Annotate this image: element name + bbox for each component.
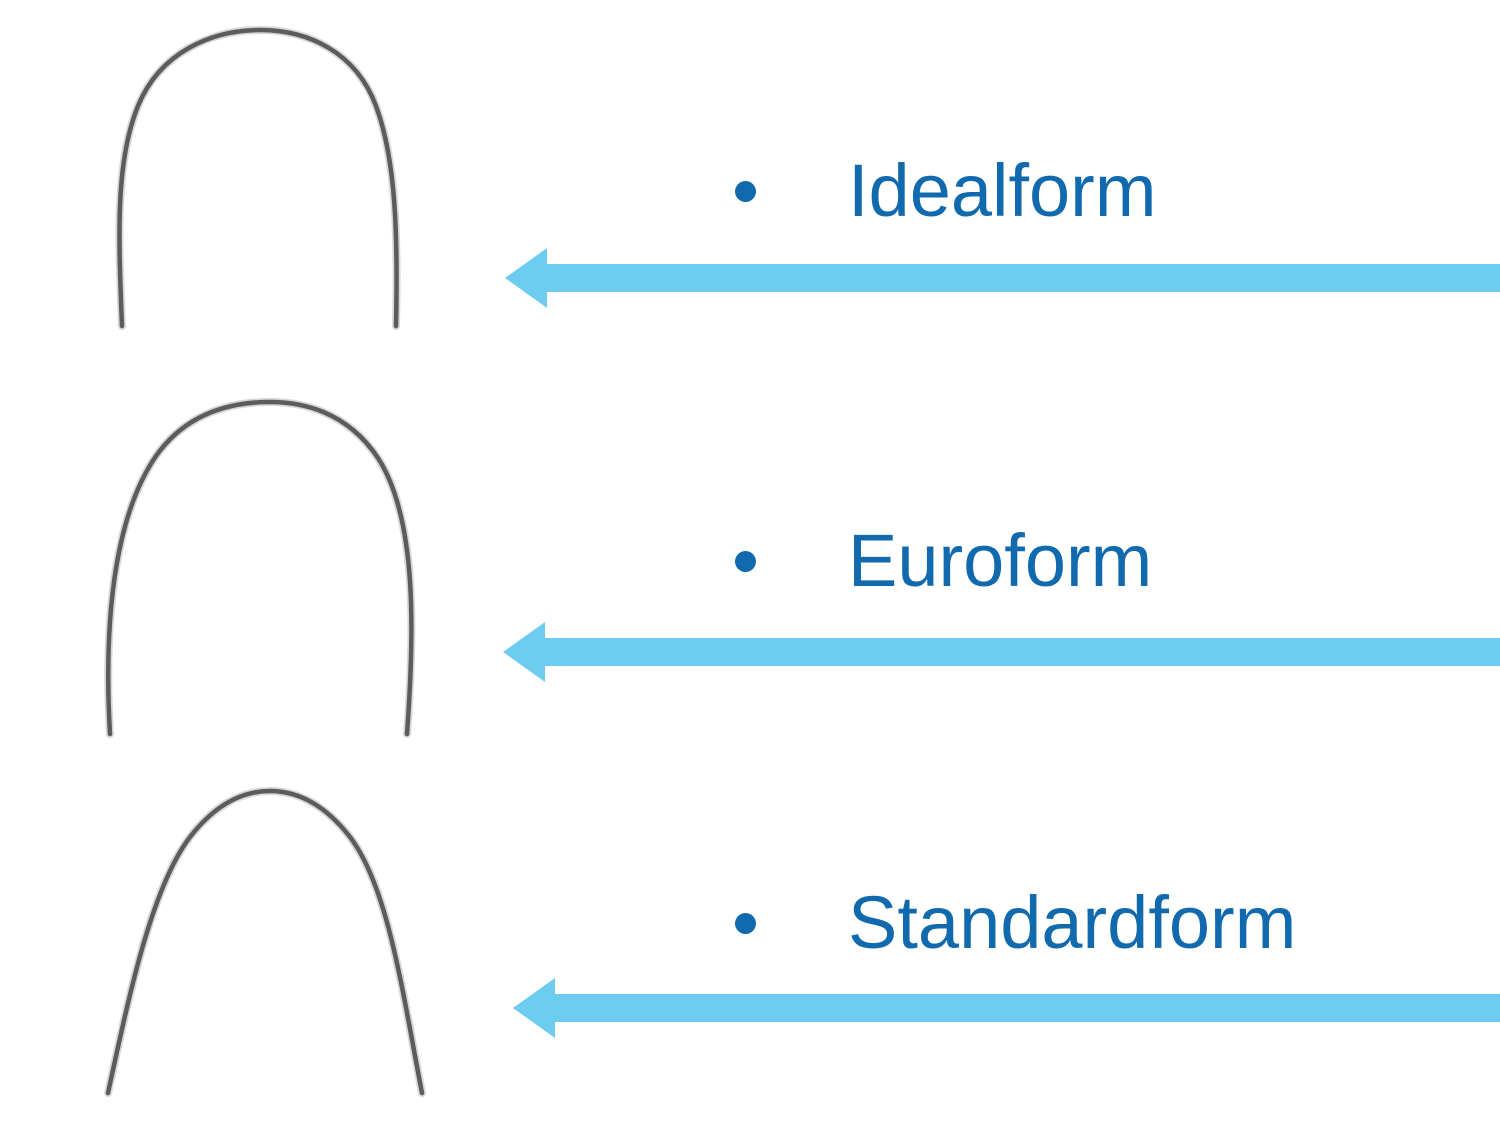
bullet-icon	[735, 180, 756, 202]
arrow-left-icon	[503, 622, 1500, 682]
bullet-icon	[735, 912, 756, 934]
arrow-euroform	[503, 622, 1500, 682]
list-item-standardform: Standardform	[735, 880, 1296, 966]
archwire-idealform-svg	[115, 25, 401, 330]
label-idealform: Idealform	[848, 149, 1157, 232]
archwire-euroform-svg	[104, 397, 416, 738]
arrow-left-icon	[505, 248, 1500, 308]
archwire-euroform	[60, 390, 480, 750]
list-item-idealform: Idealform	[735, 148, 1156, 234]
archwire-idealform	[60, 10, 480, 350]
label-euroform: Euroform	[848, 519, 1153, 602]
archwire-standardform	[60, 775, 480, 1115]
bullet-icon	[735, 550, 756, 572]
arrow-left-icon	[513, 978, 1500, 1038]
arrow-standardform	[513, 978, 1500, 1038]
label-standardform: Standardform	[848, 881, 1297, 964]
arrow-idealform	[505, 248, 1500, 308]
list-item-euroform: Euroform	[735, 518, 1152, 604]
archwire-standardform-svg	[104, 786, 426, 1097]
